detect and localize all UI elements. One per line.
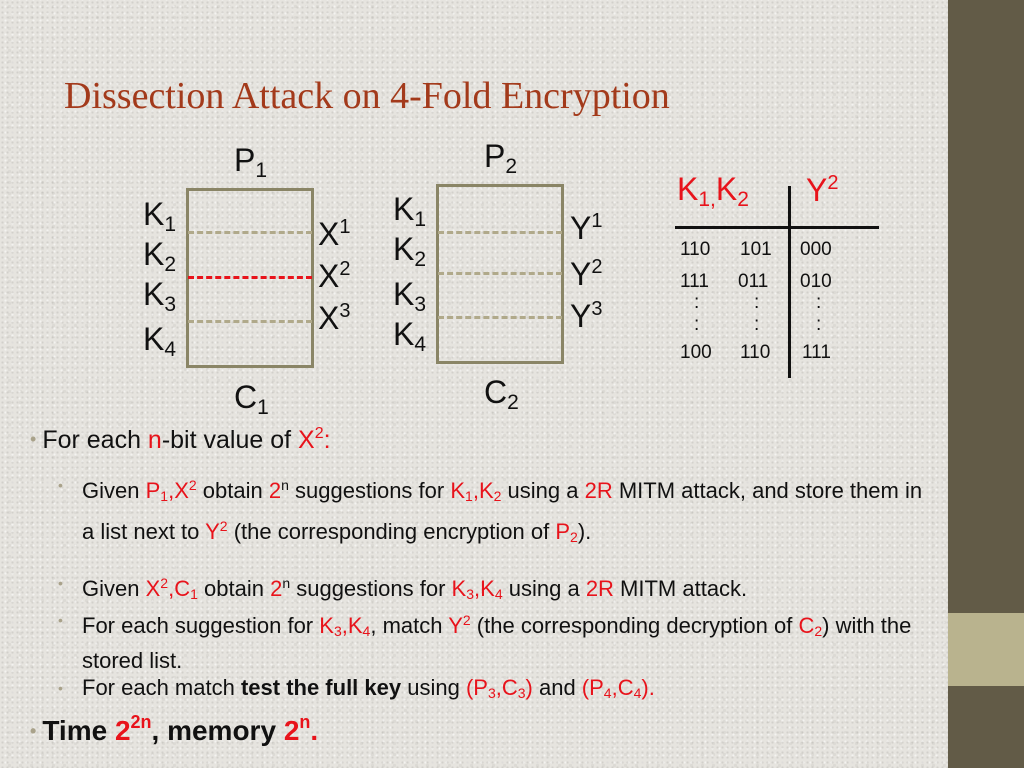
bullet-dot: • bbox=[58, 612, 63, 628]
slide-title: Dissection Attack on 4-Fold Encryption bbox=[64, 75, 670, 117]
table-cell: 010 bbox=[800, 271, 832, 292]
right-plaintext-label: P2 bbox=[484, 138, 518, 178]
left-key-1: K1 bbox=[143, 196, 177, 236]
table-cell: 110 bbox=[740, 342, 771, 363]
table-cell: : bbox=[816, 292, 822, 313]
table-cell: 111 bbox=[680, 271, 709, 292]
left-key-3: K3 bbox=[143, 276, 177, 316]
right-cipher-box bbox=[436, 184, 564, 364]
table-cell: : bbox=[816, 314, 822, 335]
table-header-keys: K1,K2 bbox=[677, 171, 749, 211]
sidebar-accent bbox=[948, 613, 1024, 686]
table-cell: 000 bbox=[800, 239, 832, 260]
bullet-dot: • bbox=[58, 575, 63, 591]
left-cipher-box bbox=[186, 188, 314, 368]
bullet-sub-1: •Given P1,X2 obtain 2n suggestions for K… bbox=[58, 470, 938, 552]
left-state-x2: X2 bbox=[318, 258, 351, 294]
right-ciphertext-label: C2 bbox=[484, 374, 519, 414]
left-divider-3 bbox=[188, 320, 312, 323]
left-key-2: K2 bbox=[143, 236, 177, 276]
table-cell: 111 bbox=[802, 342, 831, 363]
right-divider-2 bbox=[438, 272, 562, 275]
left-plaintext-label: P1 bbox=[234, 142, 268, 182]
bullet-sub-3: •For each suggestion for K3,K4, match Y2… bbox=[58, 605, 938, 676]
table-vertical-rule bbox=[788, 186, 791, 378]
table-cell: 101 bbox=[740, 239, 772, 260]
table-horizontal-rule bbox=[675, 226, 879, 229]
bullet-main: •For each n-bit value of X2: bbox=[30, 425, 331, 454]
bullet-dot: • bbox=[58, 680, 63, 696]
table-header-y2: Y2 bbox=[806, 172, 839, 208]
right-divider-1 bbox=[438, 231, 562, 234]
left-state-x1: X1 bbox=[318, 216, 351, 252]
table-cell: : bbox=[754, 292, 760, 313]
right-key-4: K4 bbox=[393, 316, 427, 356]
right-state-y3: Y3 bbox=[570, 298, 603, 334]
right-state-y2: Y2 bbox=[570, 256, 603, 292]
right-state-y1: Y1 bbox=[570, 210, 603, 246]
left-divider-2 bbox=[188, 276, 312, 279]
bullet-sub-2: •Given X2,C1 obtain 2n suggestions for K… bbox=[58, 568, 938, 609]
table-cell: : bbox=[754, 314, 760, 335]
left-key-4: K4 bbox=[143, 321, 177, 361]
right-key-3: K3 bbox=[393, 276, 427, 316]
left-state-x3: X3 bbox=[318, 300, 351, 336]
right-key-1: K1 bbox=[393, 191, 427, 231]
right-divider-3 bbox=[438, 316, 562, 319]
bullet-dot: • bbox=[30, 721, 37, 741]
table-cell: 100 bbox=[680, 342, 712, 363]
table-cell: : bbox=[694, 314, 700, 335]
left-ciphertext-label: C1 bbox=[234, 379, 269, 419]
bullet-dot: • bbox=[30, 429, 37, 449]
left-divider-1 bbox=[188, 231, 312, 234]
table-cell: 011 bbox=[738, 271, 769, 292]
bullet-sub-4: •For each match test the full key using … bbox=[58, 675, 655, 701]
table-cell: : bbox=[694, 292, 700, 313]
bullet-dot: • bbox=[58, 477, 63, 493]
bullet-complexity: •Time 22n, memory 2n. bbox=[30, 712, 319, 746]
right-key-2: K2 bbox=[393, 231, 427, 271]
table-cell: 110 bbox=[680, 239, 711, 260]
